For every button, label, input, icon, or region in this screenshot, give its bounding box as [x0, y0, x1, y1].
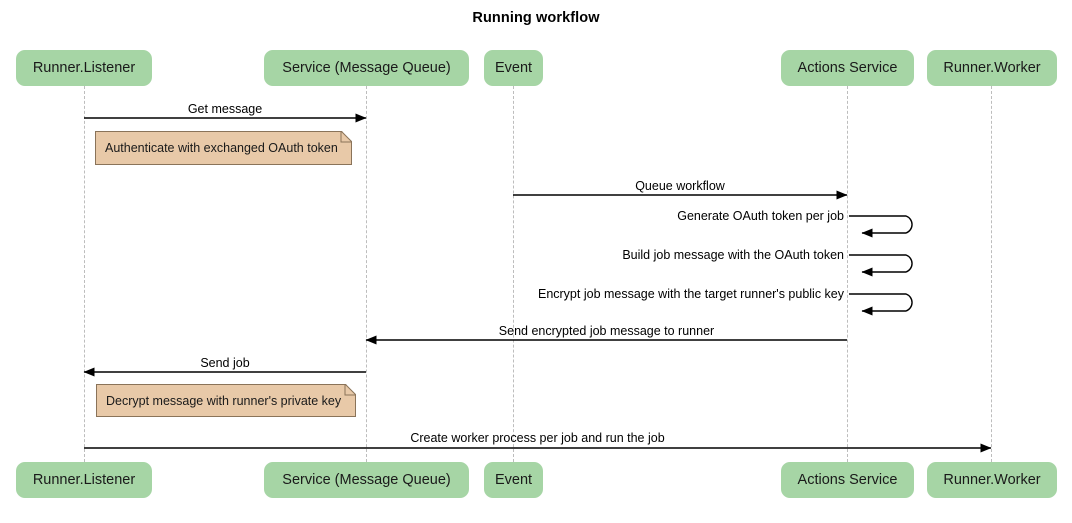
actor-box-service-message-queue-top[interactable]: Service (Message Queue) — [264, 50, 469, 86]
note-fold-corner-icon — [344, 384, 356, 396]
actor-label: Runner.Worker — [943, 60, 1041, 76]
lifeline-runner-listener — [84, 86, 85, 462]
actor-label: Runner.Listener — [32, 472, 136, 488]
note-decrypt-private-key: Decrypt message with runner's private ke… — [96, 384, 356, 417]
message-label-queue-workflow: Queue workflow — [635, 179, 725, 193]
actor-label: Service (Message Queue) — [282, 472, 451, 488]
message-label-encrypt-job-message: Encrypt job message with the target runn… — [537, 287, 844, 301]
actor-label: Event — [494, 472, 533, 488]
actor-box-runner-worker-top[interactable]: Runner.Worker — [927, 50, 1057, 86]
lifeline-runner-worker — [991, 86, 992, 462]
actor-box-service-message-queue-bottom[interactable]: Service (Message Queue) — [264, 462, 469, 498]
self-message-line-encrypt-job-message — [849, 293, 913, 316]
actor-box-runner-listener-top[interactable]: Runner.Listener — [16, 50, 152, 86]
self-message-line-build-job-message — [849, 254, 913, 277]
self-message-line-generate-oauth-token — [849, 215, 913, 238]
message-label-send-job: Send job — [200, 356, 250, 370]
note-fold-corner-icon — [340, 131, 352, 143]
page-title: Running workflow — [472, 10, 600, 26]
actor-box-event-top[interactable]: Event — [484, 50, 543, 86]
actor-label: Runner.Worker — [943, 472, 1041, 488]
message-label-get-message: Get message — [187, 102, 263, 116]
note-text: Authenticate with exchanged OAuth token — [105, 141, 338, 155]
actor-label: Actions Service — [797, 60, 898, 76]
actor-box-actions-service-bottom[interactable]: Actions Service — [781, 462, 914, 498]
actor-box-event-bottom[interactable]: Event — [484, 462, 543, 498]
actor-label: Event — [494, 60, 533, 76]
lifeline-service-message-queue — [366, 86, 367, 462]
actor-box-runner-worker-bottom[interactable]: Runner.Worker — [927, 462, 1057, 498]
actor-box-runner-listener-bottom[interactable]: Runner.Listener — [16, 462, 152, 498]
note-authenticate-oauth-token: Authenticate with exchanged OAuth token — [95, 131, 352, 165]
actor-label: Actions Service — [797, 472, 898, 488]
message-label-send-encrypted-job-message: Send encrypted job message to runner — [498, 324, 715, 338]
actor-label: Service (Message Queue) — [282, 60, 451, 76]
note-text: Decrypt message with runner's private ke… — [106, 393, 342, 408]
lifeline-event — [513, 86, 514, 462]
actor-label: Runner.Listener — [32, 60, 136, 76]
actor-box-actions-service-top[interactable]: Actions Service — [781, 50, 914, 86]
message-label-build-job-message: Build job message with the OAuth token — [622, 248, 844, 262]
message-label-create-worker-process: Create worker process per job and run th… — [410, 431, 665, 445]
lifeline-actions-service — [847, 86, 848, 462]
message-label-generate-oauth-token: Generate OAuth token per job — [677, 209, 844, 223]
